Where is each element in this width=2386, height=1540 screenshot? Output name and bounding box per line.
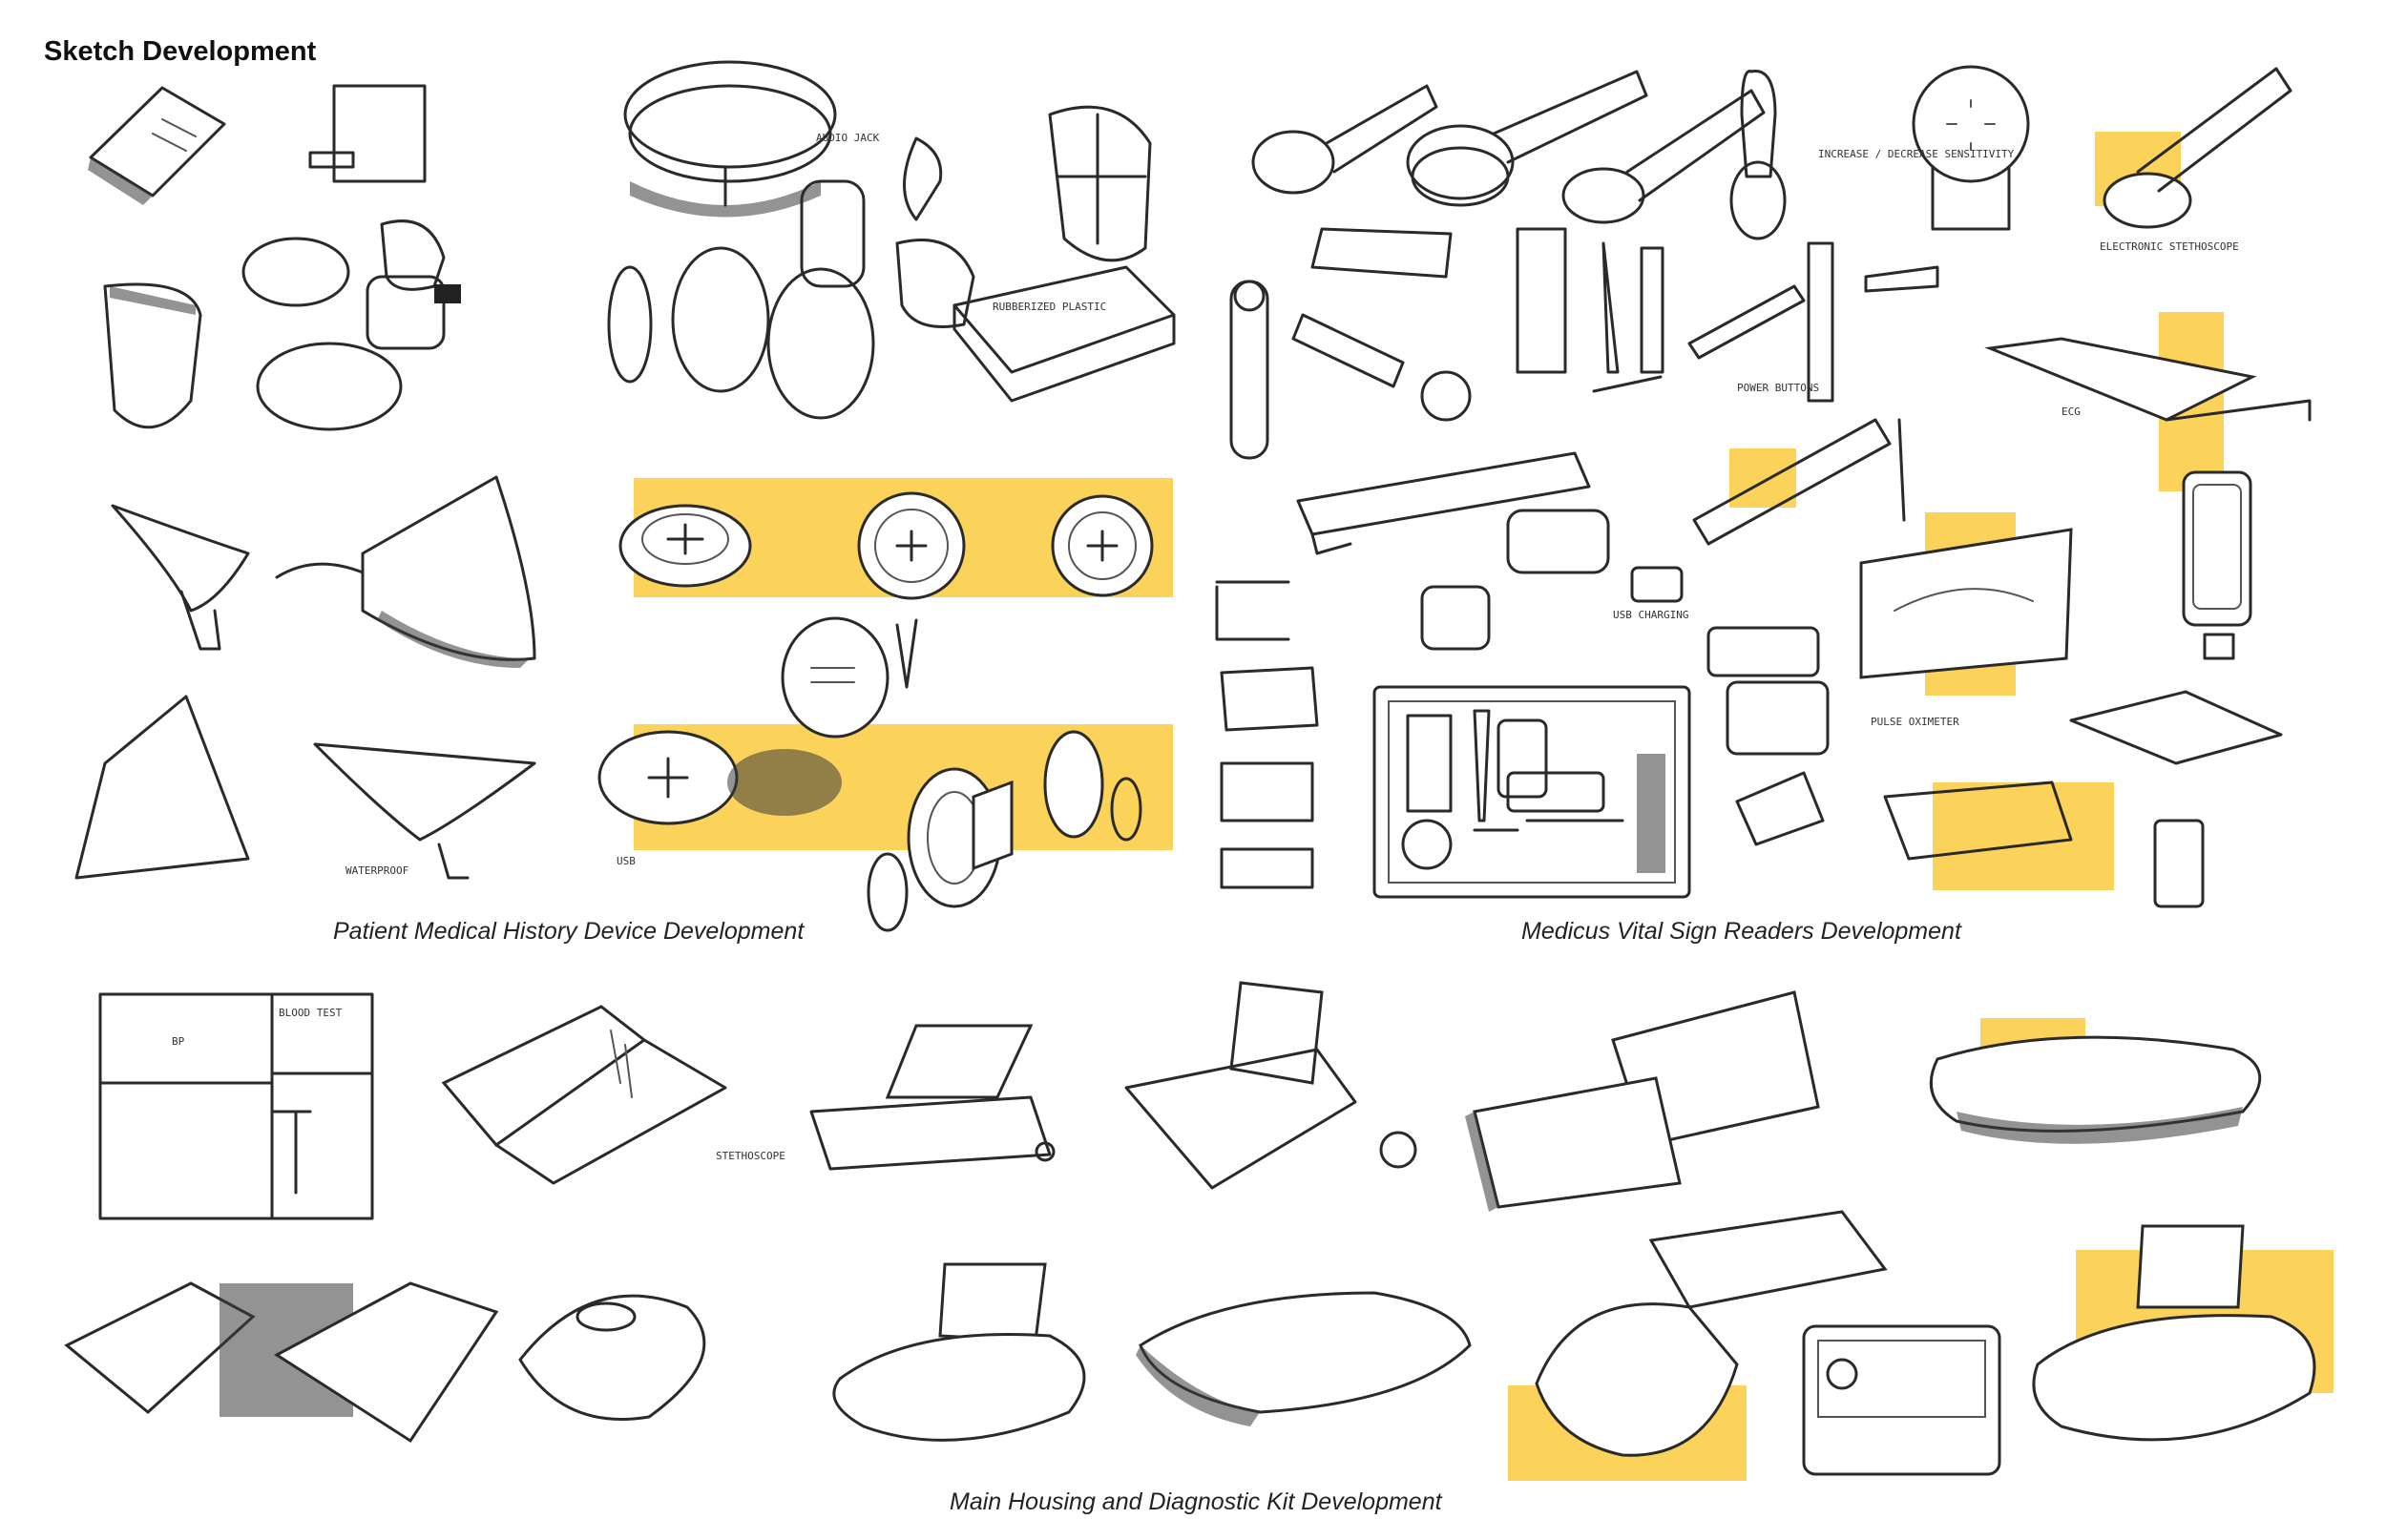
rubberized-plastic-note: RUBBERIZED PLASTIC xyxy=(993,301,1106,313)
usb-note: USB xyxy=(617,855,636,867)
audio-jack-note: AUDIO JACK xyxy=(816,132,880,144)
power-buttons-note: POWER BUTTONS xyxy=(1737,382,1819,394)
blood-test-note: BLOOD TEST xyxy=(279,1007,343,1019)
highlight-oximeter xyxy=(1933,782,2114,890)
pulse-oximeter-note: PULSE OXIMETER xyxy=(1871,716,1959,728)
usb-charging-note: USB CHARGING xyxy=(1613,609,1688,621)
page-title: Sketch Development xyxy=(44,36,317,67)
electronic-stethoscope-note: ELECTRONIC STETHOSCOPE xyxy=(2100,240,2239,253)
vital-sign-sketches: INCREASE / DECREASE SENSITIVITY ELECTRON… xyxy=(1215,65,2312,908)
wearable-sketches: AUDIO JACK RUBBERIZED PLASTIC xyxy=(607,60,1176,420)
stethoscope-note: STETHOSCOPE xyxy=(716,1150,785,1162)
sensitivity-note: INCREASE / DECREASE SENSITIVITY xyxy=(1818,148,2015,160)
pendant-disc-sketches: USB xyxy=(597,491,1154,932)
housing-sketches: BP BLOOD TEST STETHOSCOPE xyxy=(64,981,2316,1476)
caption-vital-sign-readers: Medicus Vital Sign Readers Development xyxy=(1521,918,1961,945)
highlight-charger xyxy=(1729,448,1796,508)
ecg-note: ECG xyxy=(2062,406,2081,418)
waterproof-note: WATERPROOF xyxy=(345,864,408,877)
caption-main-housing: Main Housing and Diagnostic Kit Developm… xyxy=(950,1488,1442,1515)
caption-patient-device: Patient Medical History Device Developme… xyxy=(333,918,805,945)
bp-note: BP xyxy=(172,1035,185,1048)
patient-device-sketches: WATERPROOF xyxy=(74,84,536,880)
